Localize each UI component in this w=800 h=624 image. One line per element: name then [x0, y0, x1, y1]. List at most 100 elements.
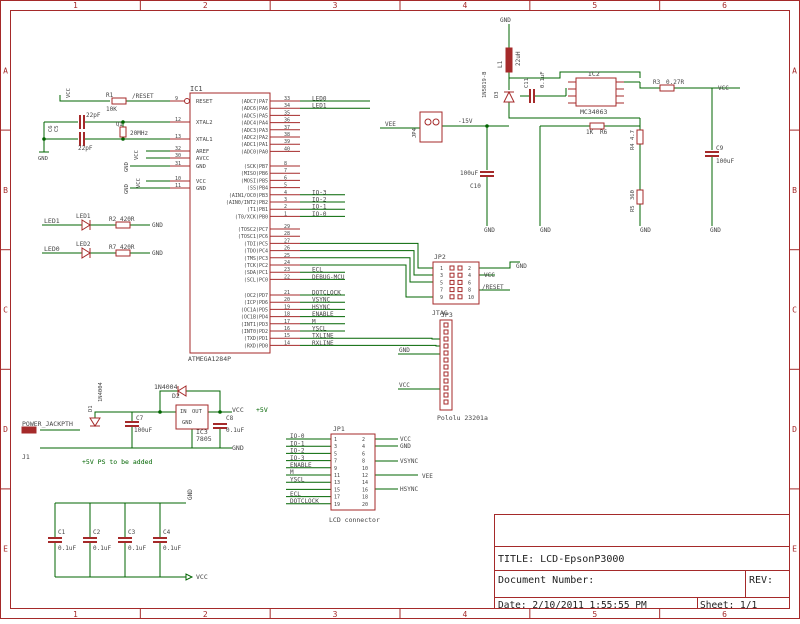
- column-marker: 5: [592, 610, 597, 619]
- jp4-header: [419, 111, 443, 143]
- gnd-label: GND: [399, 347, 410, 354]
- r6-resistor: [589, 122, 605, 130]
- ic1-pin-number: 27: [284, 238, 290, 244]
- column-marker: 5: [592, 1, 597, 10]
- jp2-pin: 7: [440, 288, 443, 294]
- ic1-pin-label: (ICP)PD6: [244, 300, 268, 306]
- ic1-pin-label: (ADC3)PA3: [241, 128, 268, 134]
- junction: [121, 137, 125, 141]
- net-label: M: [312, 318, 316, 325]
- jp2-pin-socket: [449, 279, 455, 285]
- jp1-pin: 8: [362, 459, 365, 465]
- c7-ref: C7: [136, 415, 144, 422]
- jp2-pin-socket: [457, 287, 463, 293]
- ic1-pin-label: (SCL)PC0: [244, 277, 268, 283]
- ic1-pin-number: 31: [175, 161, 181, 167]
- ic1-pin-number: 12: [175, 117, 181, 123]
- c5-value: 22pF: [86, 112, 101, 119]
- ic1-pin-label: XTAL2: [196, 120, 213, 126]
- gnd-label: GND: [38, 156, 48, 162]
- wire: [479, 261, 520, 269]
- ic1-pin-number: 20: [284, 297, 290, 303]
- jp2-pin: 6: [468, 280, 471, 286]
- jp2-label: JTAG: [432, 309, 448, 317]
- ic1-pin-label: (AIN0/INT2)PB2: [226, 200, 268, 206]
- net-label: IO-0: [312, 211, 327, 218]
- net-label: IO-1: [290, 440, 305, 447]
- row-marker: D: [792, 425, 797, 434]
- row-marker: C: [3, 306, 8, 315]
- c8-value: 0.1uF: [226, 427, 244, 434]
- ic1-pin-label: (MOSI)PB5: [241, 178, 268, 184]
- jp2-ref: JP2: [434, 253, 446, 261]
- ic1-pin-label: (INT1)PD3: [241, 322, 268, 328]
- d3-value: 1N5819-B: [482, 71, 488, 98]
- jp2-pin-socket: [449, 294, 455, 300]
- column-marker: 2: [203, 1, 208, 10]
- jp3-pin-socket: [443, 399, 449, 405]
- ic3-pin-label: OUT: [192, 409, 203, 415]
- jp1-pin: 19: [334, 502, 340, 508]
- cap-value: 0.1uF: [128, 545, 146, 552]
- net-label: VSYNC: [312, 297, 330, 304]
- ic2-value: MC34063: [580, 108, 607, 116]
- title-text: TITLE: LCD-EpsonP3000: [498, 554, 624, 565]
- r5-value: 360: [630, 190, 636, 200]
- vcc-label: VCC: [136, 178, 142, 188]
- ic1-pin-number: 13: [175, 134, 181, 140]
- jtag-wire: [300, 250, 433, 276]
- ic1-body: [189, 92, 271, 354]
- jp2-pin-socket: [457, 294, 463, 300]
- jp1-label: LCD connector: [329, 516, 380, 524]
- net-label: DOTCLOCK: [312, 290, 341, 297]
- c8-ref: C8: [226, 415, 234, 422]
- ic1-pin-number: 35: [284, 110, 290, 116]
- jp4-pin: [432, 118, 440, 126]
- gnd-label: GND: [516, 263, 527, 270]
- ic1-pin-label: (TMS)PC3: [244, 256, 268, 262]
- c5-ref: C5: [54, 125, 60, 132]
- jp1-pin: 5: [334, 451, 337, 457]
- ic1-pin-label: (TCK)PC2: [244, 263, 268, 269]
- column-marker: 4: [463, 610, 468, 619]
- ic1-pin-number: 10: [175, 176, 181, 182]
- c7-value: 100uF: [134, 427, 152, 434]
- ic1-pin-label: (ADC7)PA7: [241, 99, 268, 105]
- components: [21, 47, 719, 581]
- cap-ref: C3: [128, 529, 136, 536]
- gnd-label: GND: [500, 17, 511, 24]
- row-marker: C: [792, 306, 797, 315]
- rxline-wire: [345, 344, 440, 347]
- vcc-label: VCC: [232, 406, 244, 414]
- ic1-pin-label: AREF: [196, 149, 209, 155]
- net-label: IO-2: [290, 448, 305, 455]
- ic1-pin-label: (SDA)PC1: [244, 270, 268, 276]
- net-label: ENABLE: [312, 311, 334, 318]
- ic1-pin-number: 24: [284, 260, 290, 266]
- ic1-pin-label: (OC1B)PD4: [241, 315, 268, 321]
- column-marker: 1: [73, 610, 78, 619]
- d1-ref: D1: [88, 405, 94, 412]
- net-label: HSYNC: [400, 486, 418, 493]
- ic3-pin-label: IN: [180, 409, 187, 415]
- net-label: YSCL: [312, 326, 327, 333]
- cap-ref: C4: [163, 529, 171, 536]
- ic1-pin-number: 38: [284, 132, 290, 138]
- led2-diode: [81, 247, 91, 259]
- column-marker: 2: [203, 610, 208, 619]
- jp3-pin-socket: [443, 371, 449, 377]
- r7-value: 420R: [120, 244, 135, 251]
- vcc-label: VCC: [66, 88, 72, 98]
- ic1-pin-label: (TDO)PC4: [244, 249, 268, 255]
- jp2-pin-socket: [457, 265, 463, 271]
- vcc-label: VCC: [134, 150, 140, 160]
- r5-ref: R5: [630, 205, 636, 212]
- cap-value: 0.1uF: [93, 545, 111, 552]
- d1-diode: [89, 417, 101, 427]
- jp1-header: [330, 433, 376, 511]
- jp2-pin-socket: [457, 272, 463, 278]
- ic1-pin-number: 6: [284, 175, 287, 181]
- inner-frame: [10, 10, 790, 609]
